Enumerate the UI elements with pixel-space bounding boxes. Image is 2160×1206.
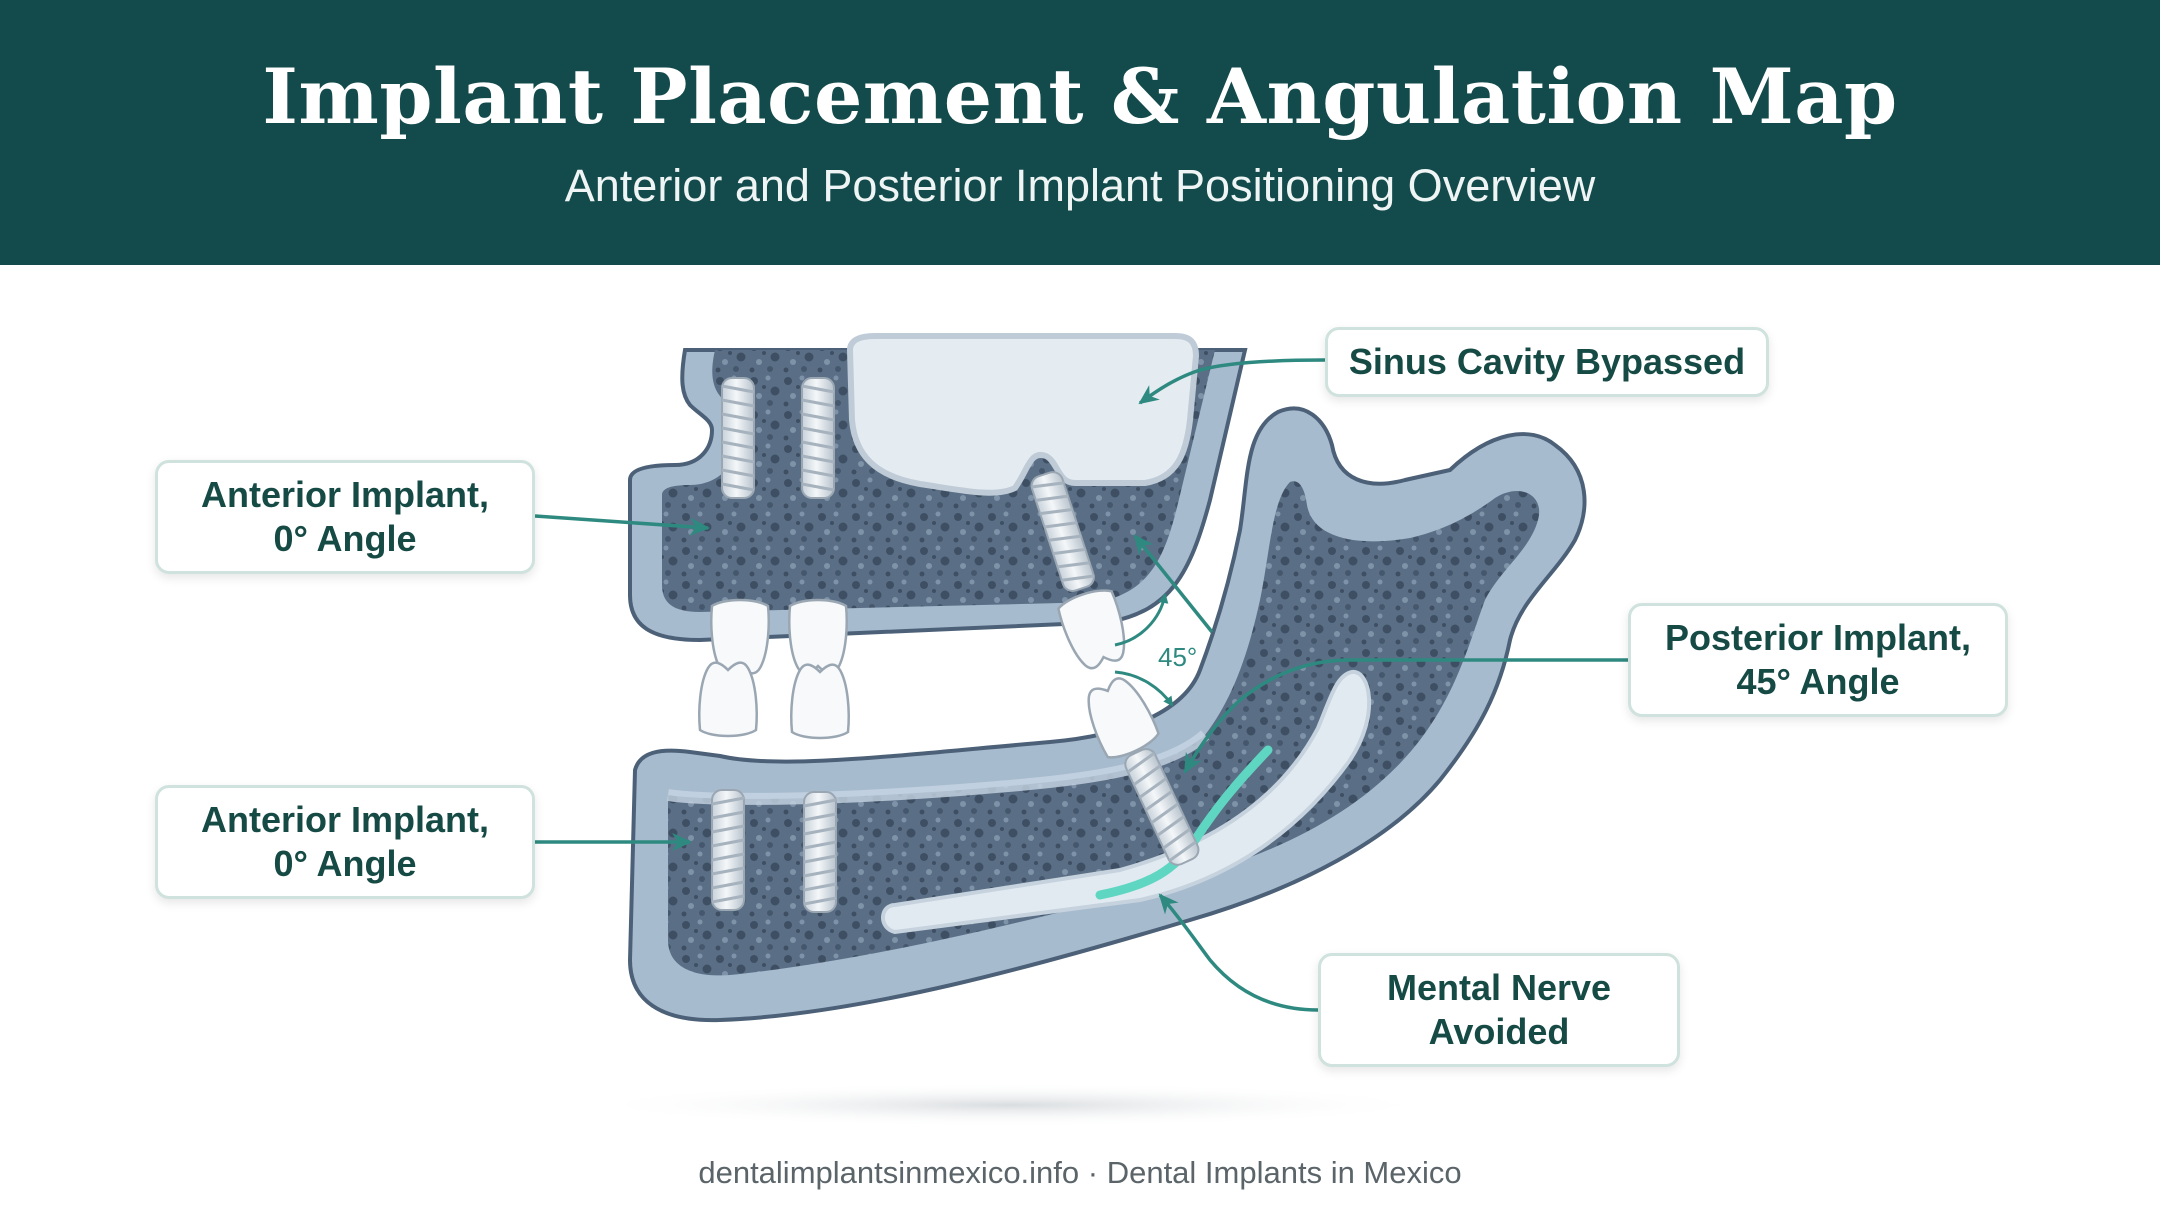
page-subtitle: Anterior and Posterior Implant Positioni… xyxy=(564,160,1596,211)
callout-lower-anterior: Anterior Implant, 0° Angle xyxy=(155,785,535,899)
callout-lower-anterior-line2: 0° Angle xyxy=(273,843,417,884)
callout-upper-anterior-line2: 0° Angle xyxy=(273,518,417,559)
callout-posterior-line1: Posterior Implant, xyxy=(1664,617,1972,658)
callout-sinus-bypassed: Sinus Cavity Bypassed xyxy=(1325,327,1769,397)
callout-posterior-line2: 45° Angle xyxy=(1736,661,1900,702)
callout-upper-anterior-line1: Anterior Implant, xyxy=(200,474,490,515)
leader-lines xyxy=(534,358,1628,1012)
callout-lower-anterior-line1: Anterior Implant, xyxy=(200,799,490,840)
page-title: Implant Placement & Angulation Map xyxy=(262,52,1898,141)
callout-upper-anterior: Anterior Implant, 0° Angle xyxy=(155,460,535,574)
angle-indicator: 45° xyxy=(1114,593,1197,707)
callout-sinus-text: Sinus Cavity Bypassed xyxy=(1348,341,1746,382)
mandibular-canal xyxy=(881,670,1372,935)
sinus-cavity xyxy=(846,333,1200,496)
header-banner: Implant Placement & Angulation Map Anter… xyxy=(0,0,2160,265)
callout-mental-nerve: Mental Nerve Avoided xyxy=(1318,953,1680,1067)
callout-nerve-line2: Avoided xyxy=(1428,1011,1570,1052)
callout-posterior: Posterior Implant, 45° Angle xyxy=(1628,603,2008,717)
ground-shadow xyxy=(580,1083,1440,1127)
footer-credit: dentalimplantsinmexico.info · Dental Imp… xyxy=(698,1155,1462,1190)
callout-nerve-line1: Mental Nerve xyxy=(1386,967,1612,1008)
angle-label: 45° xyxy=(1158,642,1197,672)
